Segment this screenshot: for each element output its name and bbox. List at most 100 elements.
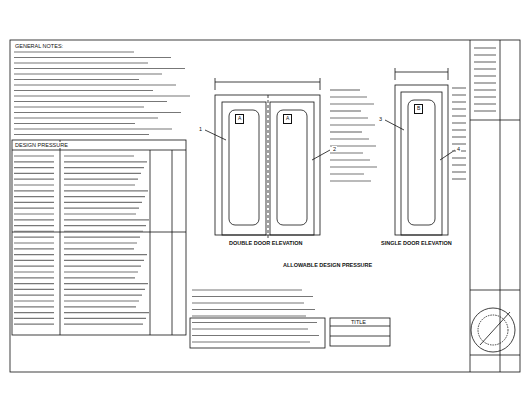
leader-line — [205, 130, 226, 140]
fine-print-line — [14, 260, 54, 261]
table-heading: DESIGN PRESSURE — [14, 142, 69, 148]
fine-print-line — [14, 277, 54, 278]
signature — [480, 312, 510, 345]
fine-print-line — [14, 300, 54, 301]
fine-print-line — [14, 213, 54, 214]
fine-print-line — [14, 117, 158, 118]
table-line — [150, 150, 151, 335]
door-leaf — [270, 102, 314, 235]
fine-print-line — [330, 131, 362, 132]
fine-print-line — [192, 341, 310, 342]
fine-print-line — [192, 322, 317, 323]
fine-print-line — [14, 184, 54, 185]
fine-print-line — [64, 318, 146, 319]
fine-print-line — [14, 179, 54, 180]
fine-print-line — [14, 242, 54, 243]
fine-print-line — [14, 101, 167, 102]
fine-print-line — [64, 208, 139, 209]
fine-print-line — [14, 208, 54, 209]
fine-print-line — [192, 289, 302, 290]
fine-print-line — [64, 312, 149, 313]
fine-print-line — [14, 231, 54, 232]
fine-print-line — [14, 134, 149, 135]
fine-print-line — [14, 173, 54, 174]
fine-print-line — [330, 110, 361, 111]
sheet-frame — [10, 40, 520, 372]
fine-print-line — [64, 167, 144, 168]
fine-print-line — [64, 289, 145, 290]
dimension-line — [320, 78, 321, 90]
door-leaf — [401, 92, 442, 235]
fine-print-line — [64, 260, 144, 261]
table-line — [172, 150, 173, 335]
fine-print-line — [64, 161, 147, 162]
fine-print-line — [14, 123, 135, 124]
small-table — [330, 318, 390, 346]
fine-print-line — [14, 79, 139, 80]
view-title: ALLOWABLE DESIGN PRESSURE — [282, 262, 373, 268]
note-heading: GENERAL NOTES: — [14, 43, 64, 49]
fine-print-line — [14, 128, 172, 129]
note-box — [190, 318, 325, 348]
fine-print-line — [14, 68, 185, 69]
fine-print-line — [14, 283, 54, 284]
door-frame — [215, 95, 320, 235]
seal-stamp — [471, 308, 515, 352]
fine-print-line — [330, 180, 371, 181]
fine-print-line — [192, 315, 306, 316]
fine-print-line — [14, 84, 176, 85]
tag-box: A — [235, 114, 244, 124]
fine-print-line — [192, 328, 308, 329]
view-title: DOUBLE DOOR ELEVATION — [228, 240, 303, 246]
fine-print-line — [14, 190, 54, 191]
fine-print-line — [452, 101, 466, 102]
fine-print-line — [474, 61, 496, 62]
callout-number: 2 — [332, 146, 337, 152]
fine-print-line — [64, 155, 134, 156]
fine-print-line — [14, 202, 54, 203]
fine-print-line — [64, 283, 148, 284]
fine-print-line — [14, 324, 54, 325]
title-block-line — [470, 290, 520, 291]
fine-print-line — [64, 237, 140, 238]
fine-print-line — [474, 75, 496, 76]
fine-print-line — [14, 112, 181, 113]
title-block-line — [470, 355, 520, 356]
tag-box: B — [414, 104, 423, 114]
fine-print-line — [330, 124, 375, 125]
fine-print-line — [14, 196, 54, 197]
fine-print-line — [64, 219, 149, 220]
dimension-line — [395, 68, 396, 80]
callout-number: 4 — [456, 146, 461, 152]
tag-text: A — [286, 115, 289, 121]
fine-print-line — [452, 129, 466, 130]
callout-number: 1 — [198, 126, 203, 132]
fine-print-line — [330, 166, 377, 167]
fine-print-line — [452, 115, 466, 116]
table-line — [12, 232, 186, 233]
dimension-line — [395, 72, 448, 73]
fine-print-line — [330, 89, 360, 90]
fine-print-line — [192, 335, 319, 336]
fine-print-line — [452, 87, 466, 88]
table-line — [12, 150, 186, 151]
leader-line — [312, 150, 330, 160]
glass-panel — [408, 100, 435, 225]
glass-panel — [229, 110, 259, 225]
fine-print-line — [474, 103, 496, 104]
fine-print-line — [474, 82, 496, 83]
fine-print-line — [64, 196, 145, 197]
fine-print-line — [474, 110, 496, 111]
fine-print-line — [64, 306, 136, 307]
fine-print-line — [330, 103, 374, 104]
fine-print-line — [474, 68, 496, 69]
fine-print-line — [64, 173, 141, 174]
view-title: SINGLE DOOR ELEVATION — [380, 240, 453, 246]
fine-print-line — [64, 324, 143, 325]
fine-print-line — [452, 122, 466, 123]
fine-print-line — [14, 254, 54, 255]
center-line — [268, 95, 269, 245]
fine-print-line — [64, 271, 138, 272]
fine-print-line — [14, 219, 54, 220]
